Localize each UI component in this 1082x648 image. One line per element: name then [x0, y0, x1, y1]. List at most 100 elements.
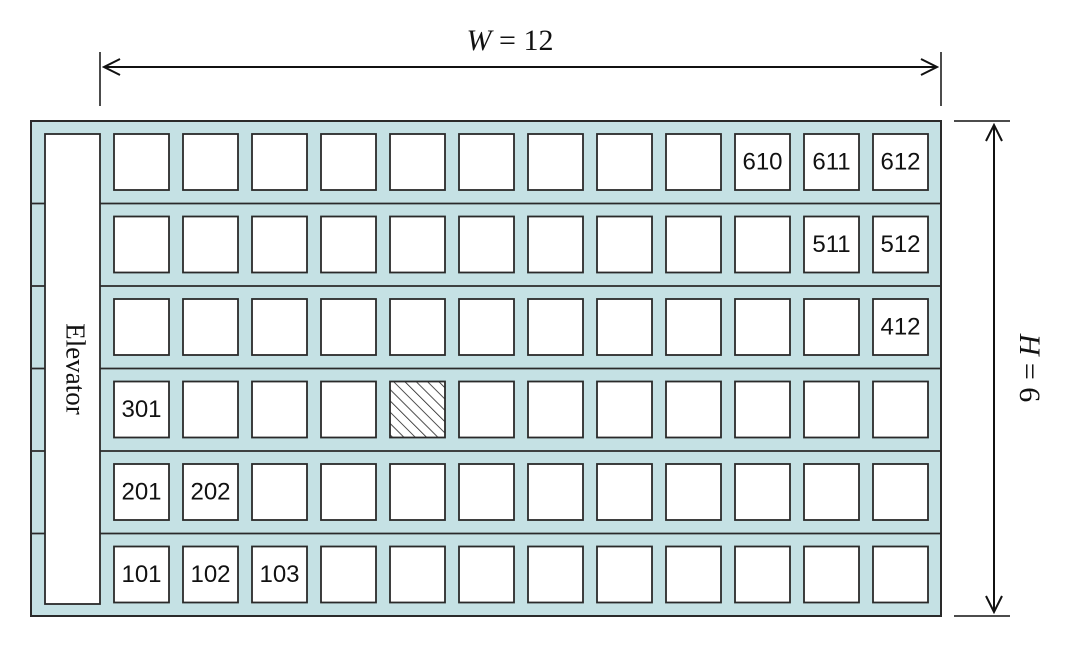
- building: Elevator 610 611 612 511 512 412 301 201 202 101 1…: [30, 120, 942, 617]
- room: [389, 380, 446, 439]
- room: [665, 545, 722, 604]
- room-box: [113, 380, 170, 439]
- room-box: [389, 298, 446, 356]
- room: [872, 545, 929, 604]
- room-box: [734, 380, 791, 439]
- room-box: [182, 545, 239, 604]
- room-box: [251, 463, 308, 521]
- room-box: [803, 463, 860, 521]
- room-box: [113, 133, 170, 191]
- room: [458, 380, 515, 439]
- room-box: [596, 380, 653, 439]
- room: [113, 215, 170, 274]
- room: 610: [734, 133, 791, 191]
- room-box: [734, 133, 791, 191]
- room: [596, 298, 653, 356]
- room: 201: [113, 463, 170, 521]
- room-box: [113, 545, 170, 604]
- height-dimension: H = 6: [954, 120, 1046, 617]
- room-number: 101: [121, 561, 161, 588]
- room-box: [458, 298, 515, 356]
- room-box: [872, 463, 929, 521]
- room-box: [320, 298, 377, 356]
- width-dimension: W = 12: [99, 24, 942, 106]
- room-box: [251, 380, 308, 439]
- room-number: 611: [812, 148, 850, 175]
- room-box: [803, 298, 860, 356]
- room: [458, 545, 515, 604]
- room: [182, 298, 239, 356]
- room-box: [803, 133, 860, 191]
- room-box: [251, 298, 308, 356]
- room-box: [872, 380, 929, 439]
- room: [803, 298, 860, 356]
- room-box: [527, 545, 584, 604]
- room: [596, 545, 653, 604]
- room-box: [872, 298, 929, 356]
- room: [251, 298, 308, 356]
- room: [734, 463, 791, 521]
- room: 301: [113, 380, 170, 439]
- room: 412: [872, 298, 929, 356]
- room-box: [389, 463, 446, 521]
- room-box: [665, 545, 722, 604]
- room: [803, 545, 860, 604]
- room-box: [527, 215, 584, 274]
- room-box: [665, 215, 722, 274]
- room-box: [803, 215, 860, 274]
- room: [596, 463, 653, 521]
- room-number: 202: [190, 478, 230, 505]
- room-box: [251, 215, 308, 274]
- room-box: [251, 545, 308, 604]
- room: [872, 463, 929, 521]
- room-box: [734, 298, 791, 356]
- room: [596, 380, 653, 439]
- room: [458, 298, 515, 356]
- room-box-hatched: [389, 380, 446, 439]
- room: [458, 463, 515, 521]
- room-box: [389, 215, 446, 274]
- room: [803, 380, 860, 439]
- room-box: [734, 545, 791, 604]
- room-box: [251, 133, 308, 191]
- room-number: 412: [880, 313, 920, 340]
- room-box: [527, 133, 584, 191]
- room-box: [320, 463, 377, 521]
- room: 612: [872, 133, 929, 191]
- room-number: 612: [880, 148, 920, 175]
- room: [251, 133, 308, 191]
- room: [665, 463, 722, 521]
- room: [182, 133, 239, 191]
- room-number: 102: [190, 561, 230, 588]
- room-number: 512: [880, 231, 920, 258]
- room-number: 511: [812, 231, 850, 258]
- room-box: [320, 380, 377, 439]
- room: [803, 463, 860, 521]
- room-box: [803, 380, 860, 439]
- room-box: [182, 133, 239, 191]
- elevator-label: Elevator: [60, 323, 90, 414]
- room: [734, 545, 791, 604]
- floor-divider-lines: [31, 202, 941, 535]
- width-label: W = 12: [467, 24, 554, 57]
- room-box: [872, 133, 929, 191]
- room-box: [389, 545, 446, 604]
- room: [527, 545, 584, 604]
- room-box: [803, 545, 860, 604]
- room: [320, 380, 377, 439]
- room: [320, 215, 377, 274]
- room-box: [872, 545, 929, 604]
- room-box: [458, 380, 515, 439]
- room: [251, 463, 308, 521]
- room-box: [527, 463, 584, 521]
- room: [389, 133, 446, 191]
- room: [665, 380, 722, 439]
- room: [665, 298, 722, 356]
- room: [113, 298, 170, 356]
- room-box: [596, 215, 653, 274]
- room-box: [389, 133, 446, 191]
- room-box: [458, 545, 515, 604]
- room-box: [458, 133, 515, 191]
- room: [113, 133, 170, 191]
